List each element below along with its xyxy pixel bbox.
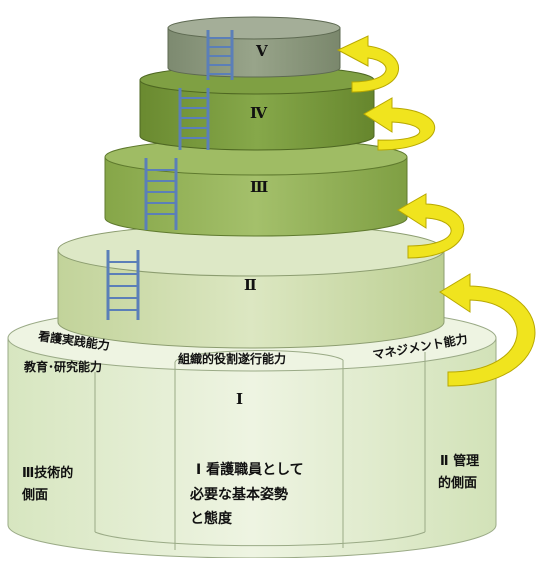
ladder-tier-3: [144, 158, 178, 230]
tier-3-label: Ⅲ: [250, 178, 269, 196]
tier-5-label: Ⅴ: [256, 42, 268, 60]
pillar-left-line2: 側面: [22, 488, 49, 503]
ladder-tier-2: [106, 250, 140, 320]
label-education-research: 教育･研究能力: [24, 360, 103, 374]
arrow-to-tier-3: [397, 193, 465, 259]
ladder-tier-4: [178, 88, 210, 150]
pillar-right-line1: Ⅱ 管理: [440, 454, 480, 469]
pillar-right-line2: 的側面: [438, 476, 478, 491]
tier-4-label: Ⅳ: [250, 104, 268, 122]
ladder-tier-5: [206, 30, 234, 80]
tier-1-label: Ⅰ: [236, 390, 244, 408]
pillar-center-line2: 必要な基本姿勢: [190, 487, 288, 503]
arrow-to-tier-2: [439, 273, 536, 387]
pillar-left-line1: Ⅲ技術的: [22, 466, 74, 481]
pillar-center-line1: Ⅰ 看護職員として: [196, 462, 304, 478]
label-organizational-role: 組織的役割遂行能力: [178, 352, 287, 366]
arrow-to-tier-5: [336, 35, 399, 93]
tier-2: [57, 223, 445, 349]
tier-5: [167, 16, 341, 78]
tier-2-label: Ⅱ: [244, 276, 257, 294]
arrow-to-tier-4: [363, 97, 435, 151]
pillar-center-line3: と態度: [190, 511, 232, 527]
